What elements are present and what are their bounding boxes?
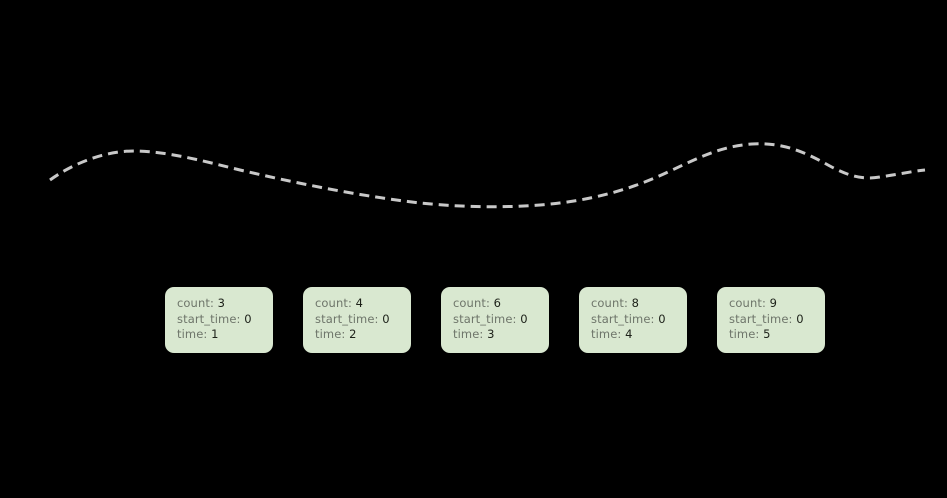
start-time-field-value: 0 bbox=[792, 311, 804, 326]
start-time-field-value: 0 bbox=[378, 311, 390, 326]
time-field: time: 4 bbox=[591, 327, 687, 343]
count-field-label: count: bbox=[453, 296, 490, 310]
start-time-field-label: start_time: bbox=[315, 311, 379, 326]
start-time-field: start_time: 0 bbox=[729, 312, 825, 328]
count-field-value: 9 bbox=[765, 296, 778, 310]
time-field-value: 3 bbox=[483, 327, 495, 341]
time-field-value: 2 bbox=[345, 327, 357, 341]
count-field: count: 9 bbox=[729, 296, 825, 312]
time-field: time: 5 bbox=[729, 327, 825, 343]
count-field-value: 3 bbox=[213, 296, 226, 310]
start-time-field: start_time: 0 bbox=[177, 312, 273, 328]
start-time-field-label: start_time: bbox=[591, 311, 655, 326]
time-field-label: time: bbox=[177, 327, 208, 341]
count-field-label: count: bbox=[729, 296, 766, 310]
count-field-value: 8 bbox=[627, 296, 640, 310]
start-time-field-value: 0 bbox=[240, 311, 252, 326]
start-time-field: start_time: 0 bbox=[315, 312, 411, 328]
time-field-value: 4 bbox=[621, 327, 633, 341]
time-field-value: 5 bbox=[759, 327, 771, 341]
start-time-field: start_time: 0 bbox=[453, 312, 549, 328]
dashed-trend-line bbox=[49, 142, 926, 209]
time-field: time: 1 bbox=[177, 327, 273, 343]
time-field-value: 1 bbox=[207, 327, 219, 341]
count-field-label: count: bbox=[177, 296, 214, 310]
count-field: count: 3 bbox=[177, 296, 273, 312]
count-field-value: 4 bbox=[351, 296, 364, 310]
count-field-label: count: bbox=[591, 296, 628, 310]
time-field: time: 3 bbox=[453, 327, 549, 343]
count-field: count: 6 bbox=[453, 296, 549, 312]
time-field: time: 2 bbox=[315, 327, 411, 343]
start-time-field-value: 0 bbox=[516, 311, 528, 326]
count-field: count: 4 bbox=[315, 296, 411, 312]
time-field-label: time: bbox=[591, 327, 622, 341]
count-field: count: 8 bbox=[591, 296, 687, 312]
time-field-label: time: bbox=[453, 327, 484, 341]
start-time-field-value: 0 bbox=[654, 311, 666, 326]
start-time-field-label: start_time: bbox=[453, 311, 517, 326]
start-time-field-label: start_time: bbox=[177, 311, 241, 326]
start-time-field: start_time: 0 bbox=[591, 312, 687, 328]
time-field-label: time: bbox=[729, 327, 760, 341]
time-field-label: time: bbox=[315, 327, 346, 341]
count-field-label: count: bbox=[315, 296, 352, 310]
count-field-value: 6 bbox=[489, 296, 502, 310]
start-time-field-label: start_time: bbox=[729, 311, 793, 326]
